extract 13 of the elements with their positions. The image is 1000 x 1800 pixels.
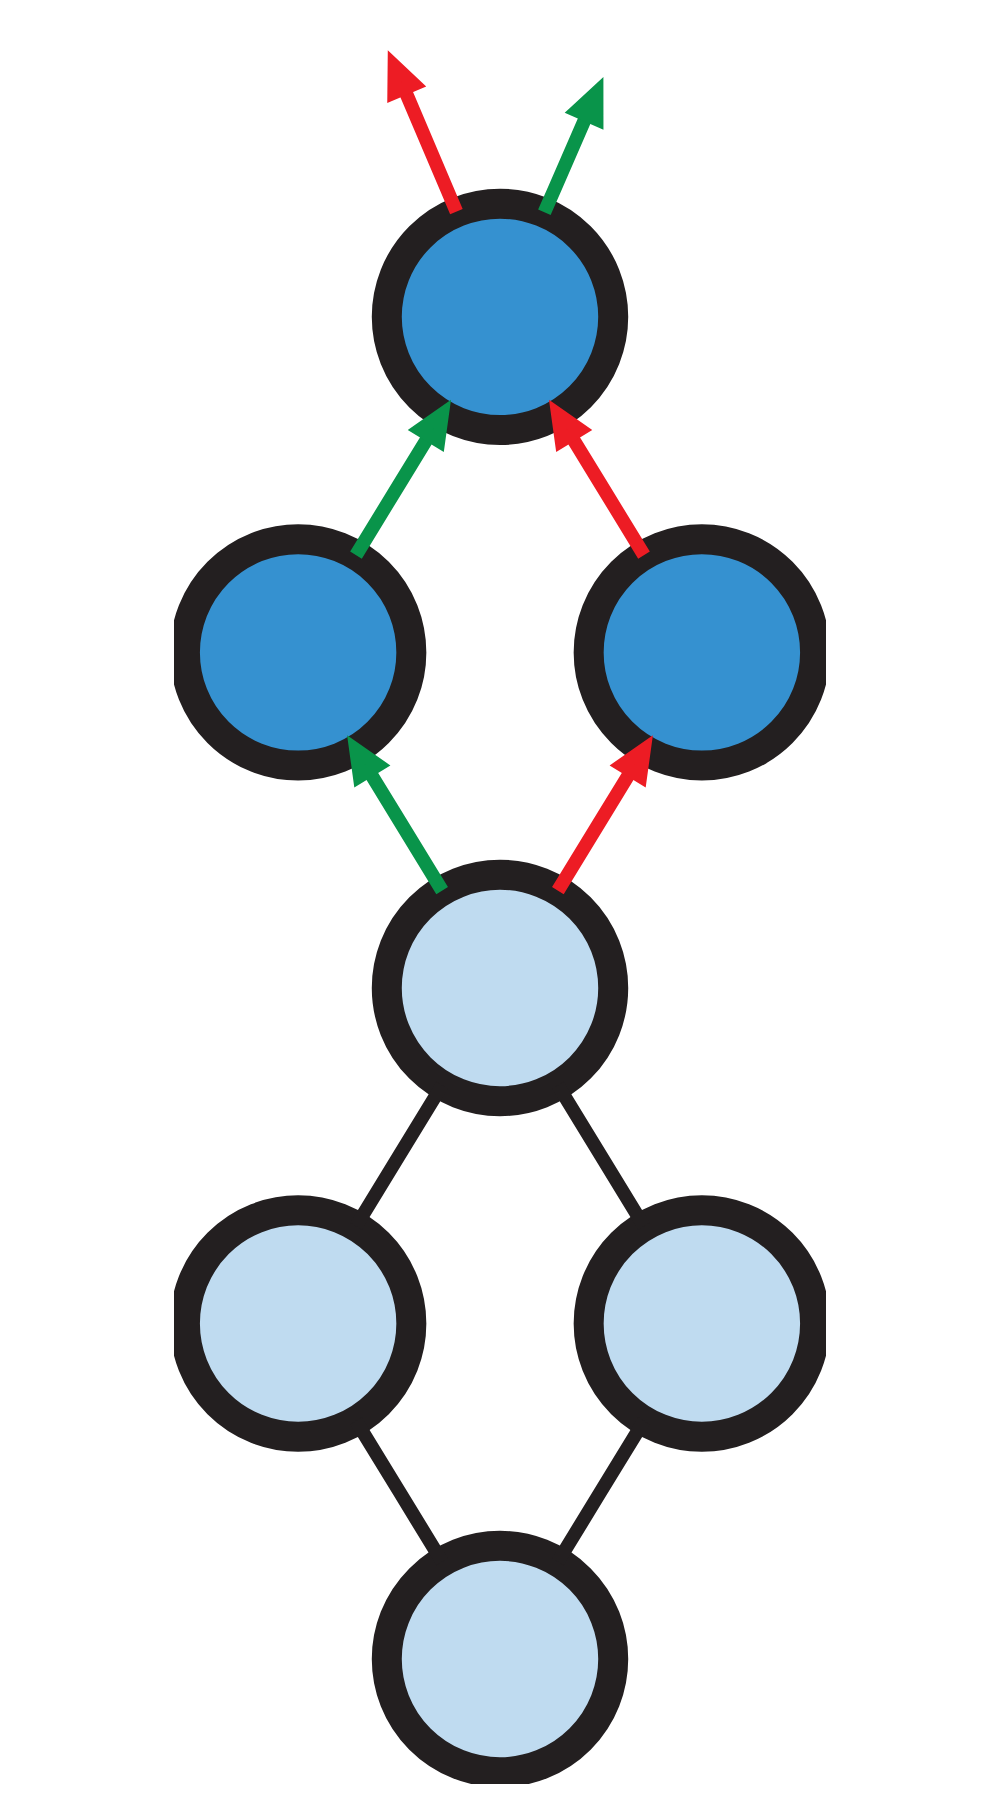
arrow xyxy=(552,735,653,895)
arrow xyxy=(350,399,452,559)
node-circle xyxy=(174,524,427,781)
node-circle xyxy=(573,524,826,781)
arrow xyxy=(347,735,448,895)
arrow xyxy=(538,76,604,216)
node-circle xyxy=(371,1530,629,1784)
node-circle xyxy=(174,1195,427,1452)
arrow xyxy=(548,399,650,559)
node-circle xyxy=(371,188,629,446)
node-circle xyxy=(573,1195,826,1452)
arrow xyxy=(387,50,463,215)
node-circle xyxy=(371,859,629,1117)
